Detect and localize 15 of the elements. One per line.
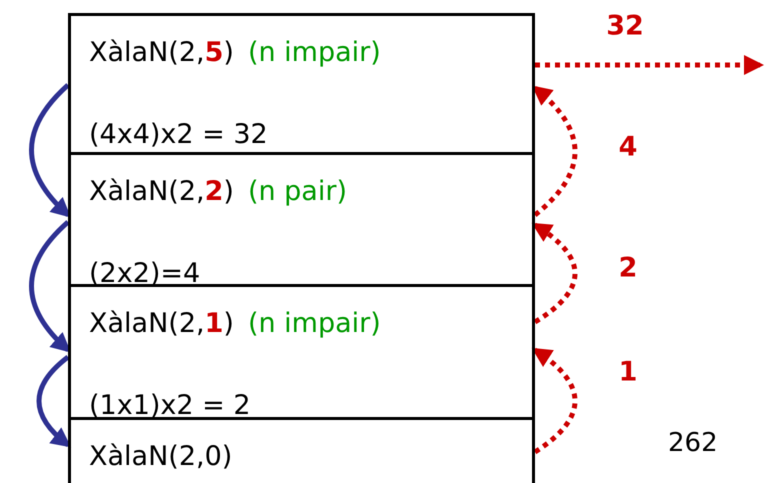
page-number: 262 [668, 428, 718, 458]
computation: (2x2)=4 [89, 256, 200, 290]
function-call: XàlaN(2,0) [89, 440, 232, 474]
parity-note: (n pair) [248, 174, 347, 208]
computation: (1x1)x2 = 2 [89, 388, 251, 422]
function-call: XàlaN(2,2) [89, 174, 234, 208]
computation: (4x4)x2 = 32 [89, 118, 268, 152]
function-call: XàlaN(2,1) [89, 306, 234, 340]
function-call: XàlaN(2,5) [89, 36, 234, 70]
stack-frame-box [68, 12, 535, 154]
arrow [535, 55, 764, 75]
parity-note: (n impair) [248, 36, 381, 70]
arrow [29, 83, 71, 218]
arrow [29, 220, 71, 353]
parity-note: (n impair) [248, 306, 381, 340]
